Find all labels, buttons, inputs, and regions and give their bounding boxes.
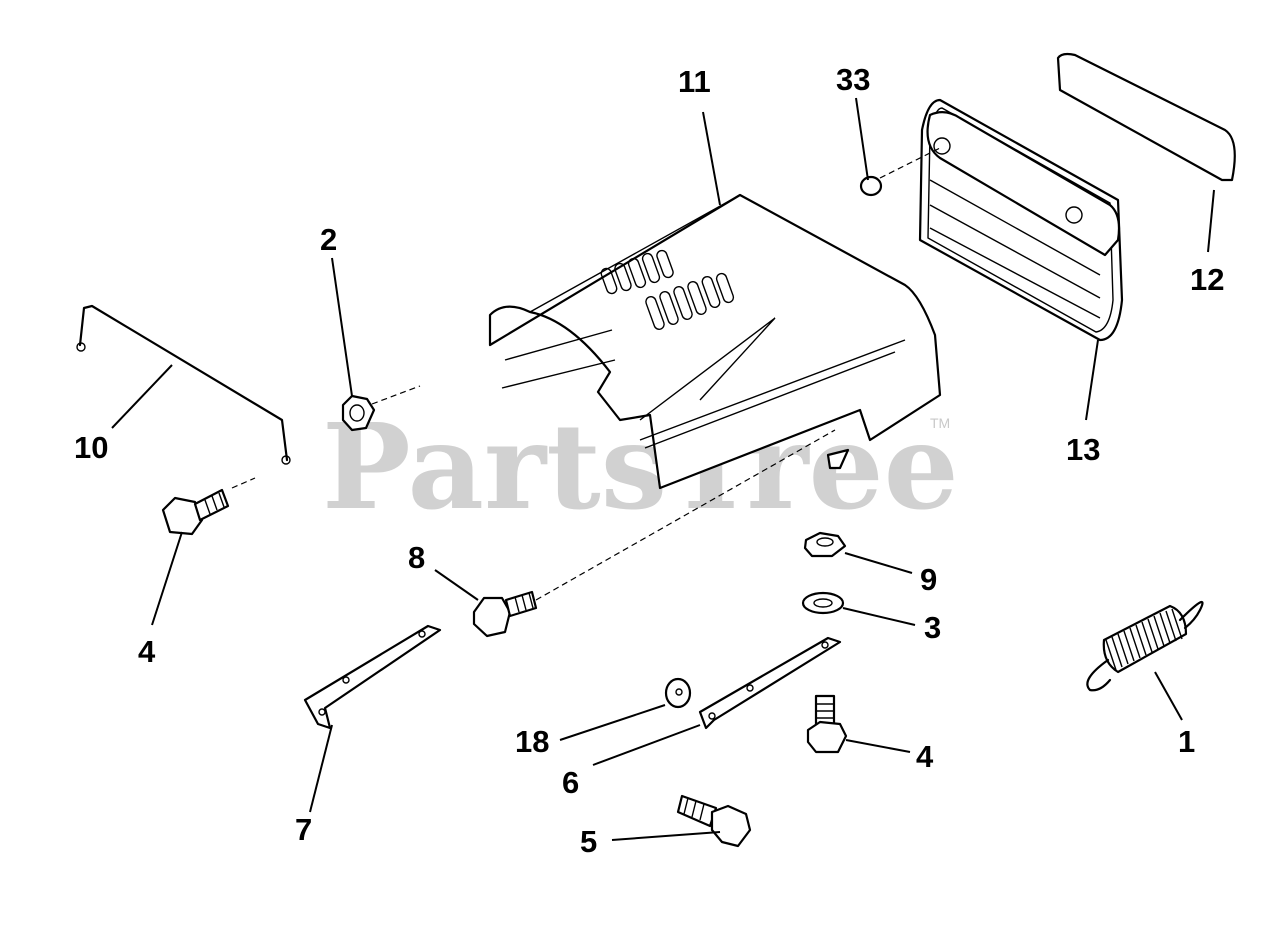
- part-bracket-7: [303, 624, 442, 730]
- part-hood: [488, 193, 942, 490]
- part-bolt-4-right: [806, 694, 848, 754]
- part-nut-9: [803, 531, 847, 558]
- part-bolt-4-left: [161, 488, 230, 536]
- callout-9: 9: [920, 562, 937, 597]
- leader-lines: [111, 97, 1215, 841]
- part-washer-18: [664, 677, 692, 709]
- callouts: 11 33 12 2 10 13 4 8 9 3 1 4 18 6 7 5: [74, 62, 1224, 859]
- part-bolt-8: [472, 590, 538, 638]
- callout-1: 1: [1178, 724, 1195, 759]
- part-washer-3: [801, 591, 845, 615]
- callout-3: 3: [924, 610, 941, 645]
- part-spring: [1086, 600, 1204, 692]
- part-bolt-5: [676, 794, 752, 848]
- callout-7: 7: [295, 812, 312, 847]
- callout-5: 5: [580, 824, 597, 859]
- part-bracket-6: [698, 636, 842, 730]
- part-emblem-plate: [1056, 52, 1236, 182]
- part-rod: [76, 304, 291, 465]
- part-nut-2: [341, 394, 376, 432]
- callout-33: 33: [836, 62, 870, 97]
- callout-4-left: 4: [138, 634, 156, 669]
- assembly-lines: [231, 147, 941, 601]
- callout-12: 12: [1190, 262, 1224, 297]
- callout-4-right: 4: [916, 739, 934, 774]
- callout-2: 2: [320, 222, 337, 257]
- callout-6: 6: [562, 765, 579, 800]
- callout-8: 8: [408, 540, 425, 575]
- callout-13: 13: [1066, 432, 1100, 467]
- part-grille: [918, 98, 1124, 342]
- part-plug: [859, 175, 883, 197]
- watermark-tm: TM: [930, 415, 950, 431]
- callout-11: 11: [678, 64, 711, 99]
- callout-10: 10: [74, 430, 108, 465]
- callout-18: 18: [515, 724, 549, 759]
